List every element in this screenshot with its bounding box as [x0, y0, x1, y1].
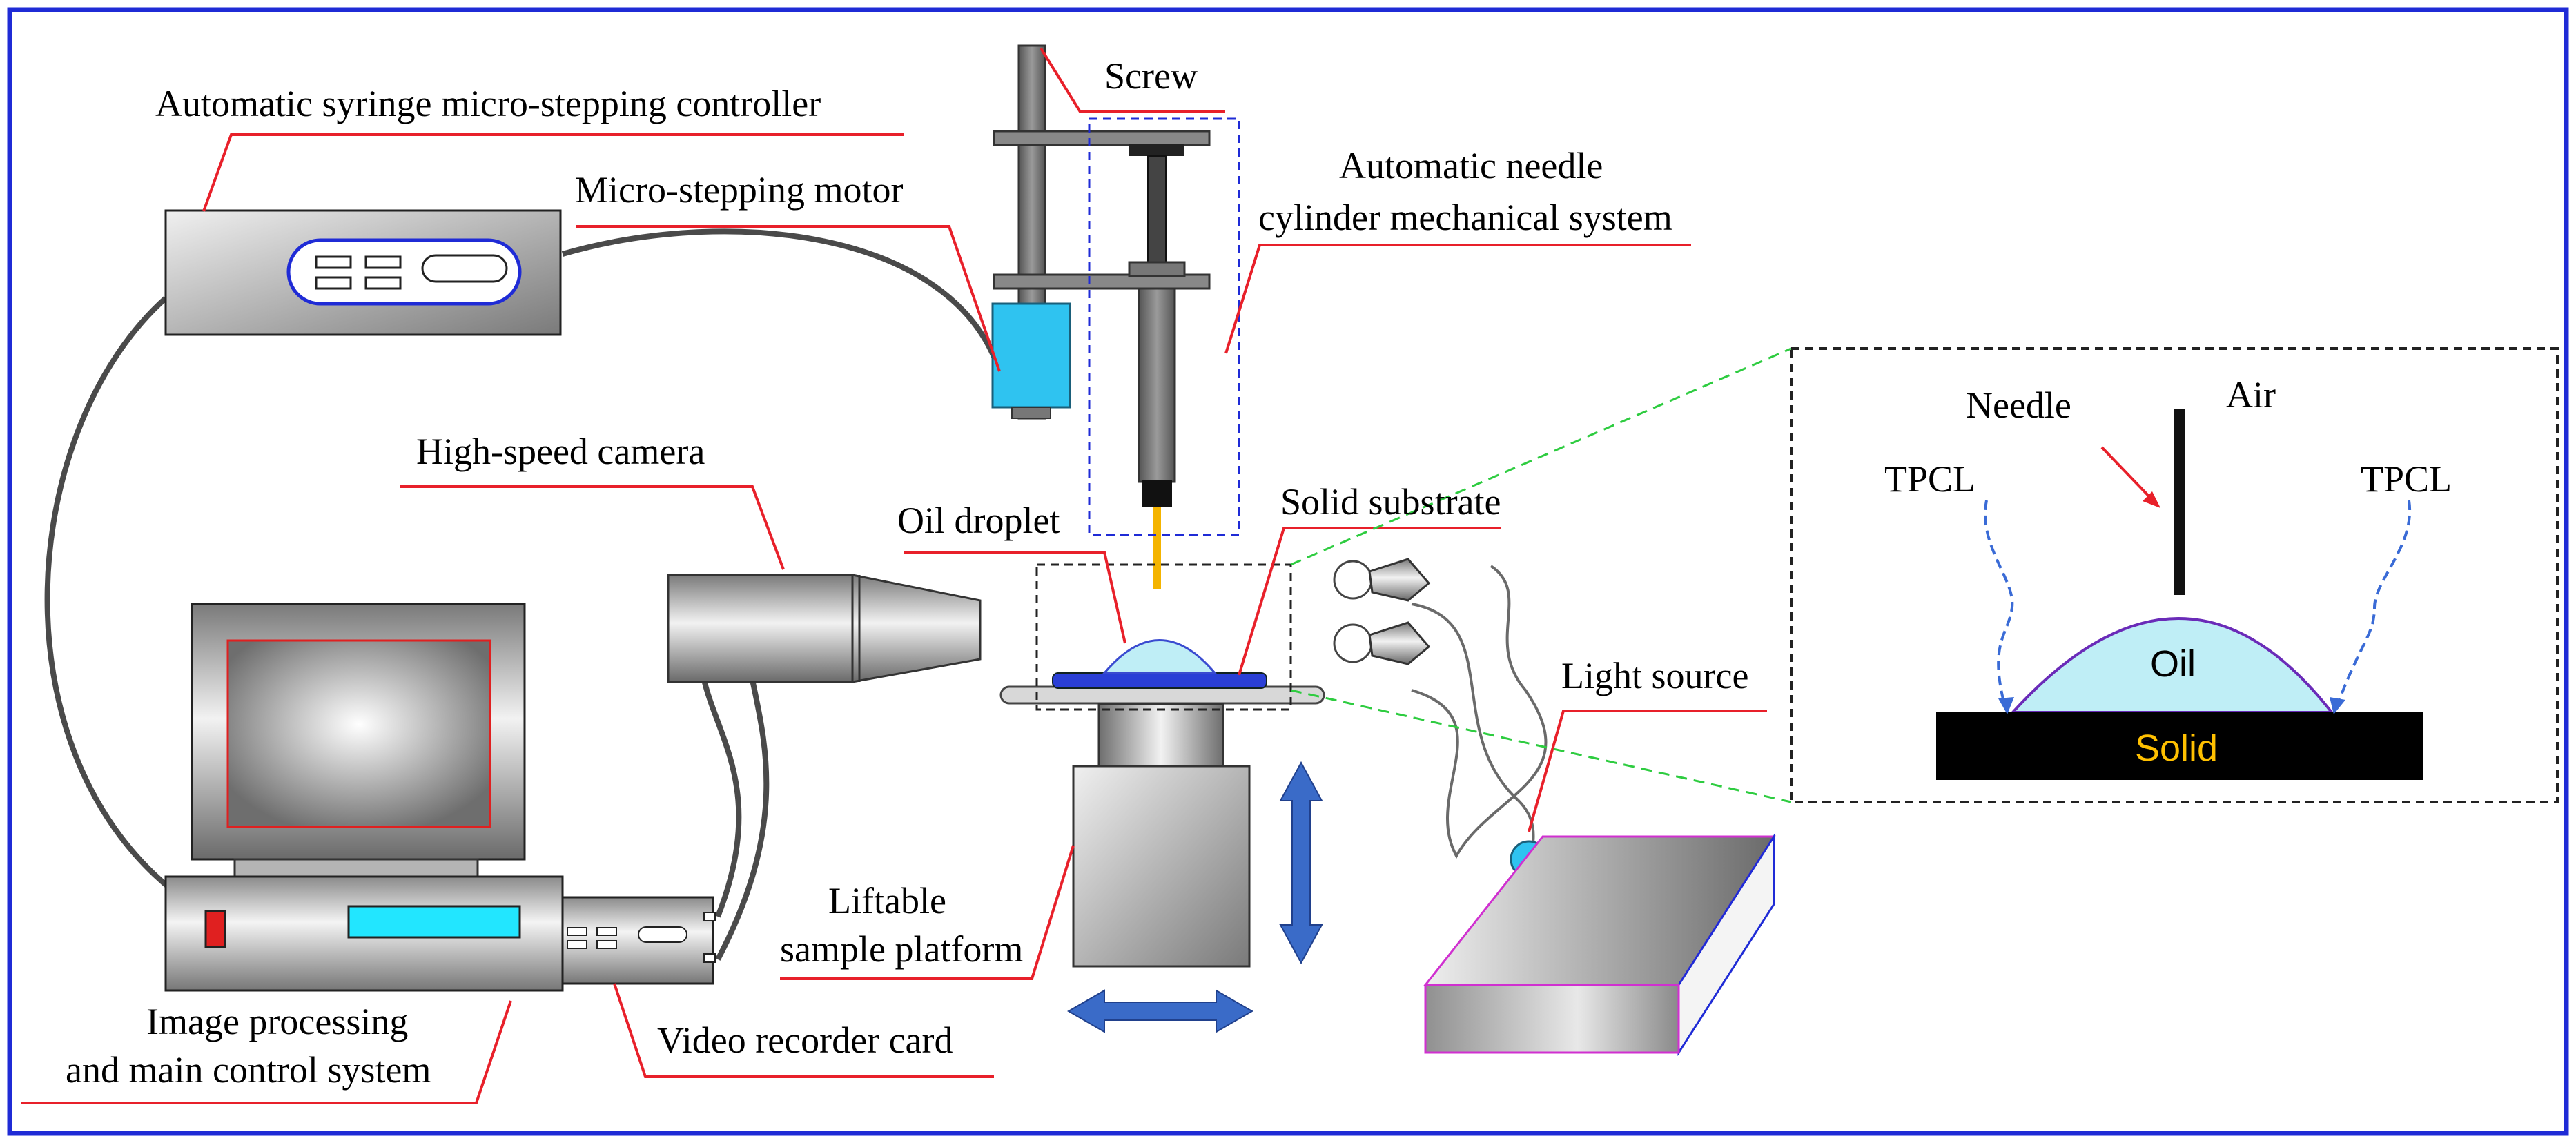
- needle-system-dashed-box: [1088, 117, 1240, 536]
- inset-label-oil: Oil: [2150, 643, 2196, 685]
- inset-label-air: Air: [2226, 374, 2276, 416]
- label-image-proc-2: and main control system: [66, 1049, 431, 1091]
- needle-mechanical-system: [991, 44, 1240, 589]
- label-camera: High-speed camera: [416, 431, 705, 472]
- outer-frame: [7, 7, 2569, 1136]
- zoom-line-bottom: [1290, 689, 1792, 803]
- label-light-source: Light source: [1561, 655, 1748, 696]
- syringe-controller: [164, 209, 562, 336]
- inset-label-needle: Needle: [1966, 384, 2071, 426]
- cable-controller-to-motor: [561, 228, 1002, 373]
- light-heads: [1333, 558, 1548, 879]
- droplet-inset: [1790, 347, 2559, 803]
- monitor: [191, 603, 526, 881]
- inset-oil-drop: [2009, 617, 2335, 714]
- label-controller: Automatic syringe micro-stepping control…: [155, 83, 821, 124]
- inset-label-tpcl-right: TPCL: [2361, 458, 2452, 500]
- label-video-card: Video recorder card: [657, 1019, 953, 1061]
- sample-stage: [999, 563, 1325, 968]
- video-recorder-card: [561, 896, 716, 985]
- cable-camera-2: [715, 679, 770, 961]
- inset-label-tpcl-left: TPCL: [1884, 458, 1975, 500]
- oil-droplet: [1102, 639, 1218, 674]
- label-platform-2: sample platform: [780, 928, 1023, 970]
- pc-unit: [164, 875, 564, 992]
- label-screw: Screw: [1104, 55, 1198, 97]
- cable-controller-to-pc: [44, 296, 175, 893]
- label-platform-1: Liftable: [828, 880, 946, 921]
- zoom-line-top: [1290, 347, 1792, 566]
- label-needle-system-1: Automatic needle: [1339, 145, 1603, 186]
- label-image-proc-1: Image processing: [146, 1001, 408, 1042]
- droplet-view-dashed-box: [1035, 563, 1292, 711]
- label-needle-system-2: cylinder mechanical system: [1258, 197, 1672, 238]
- high-speed-camera: [667, 574, 982, 683]
- inset-label-solid: Solid: [2135, 727, 2218, 769]
- leader-lines: [21, 47, 1767, 1104]
- inset-needle: [2174, 409, 2185, 595]
- label-solid-substrate: Solid substrate: [1280, 481, 1501, 522]
- vertical-arrow: [1279, 761, 1323, 965]
- horizontal-arrow: [1066, 989, 1254, 1033]
- label-oil-droplet: Oil droplet: [897, 500, 1060, 541]
- cable-camera-1: [701, 679, 742, 918]
- label-motor: Micro-stepping motor: [575, 169, 903, 211]
- light-source-box: [1423, 832, 1776, 1057]
- inset-solid: [1936, 712, 2423, 780]
